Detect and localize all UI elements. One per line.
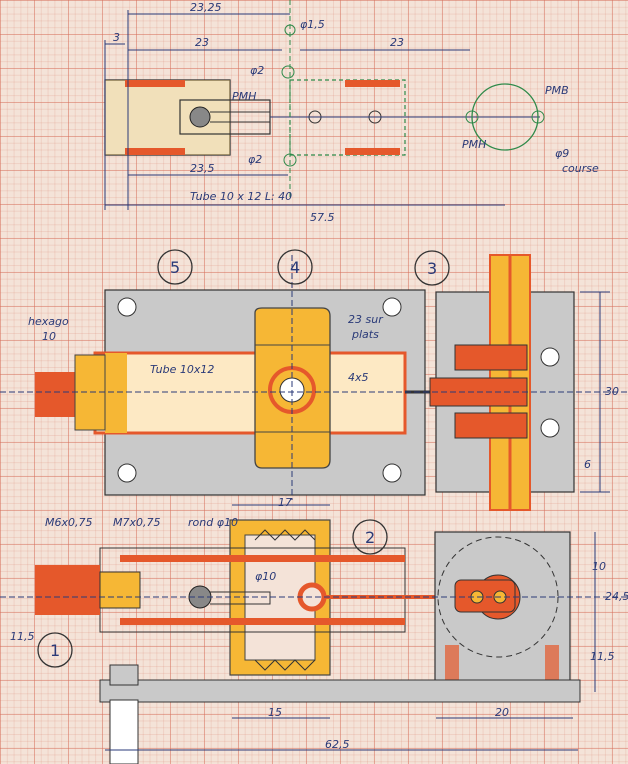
callout-5: 5 <box>157 249 193 285</box>
callout-4: 4 <box>277 249 313 285</box>
dim-17: 17 <box>278 496 292 509</box>
dim-phi-10: φ10 <box>255 570 276 583</box>
svg-text:3: 3 <box>427 259 437 278</box>
label-rond-10: rond φ10 <box>188 516 238 529</box>
dim-20: 20 <box>495 706 509 719</box>
label-pmh-right: PMH <box>462 138 486 151</box>
svg-text:4: 4 <box>290 258 300 277</box>
label-hexago: hexago <box>28 315 69 328</box>
svg-text:1: 1 <box>50 641 60 660</box>
bottom-view <box>0 504 628 764</box>
dim-phi-2-top: φ2 <box>250 64 264 77</box>
dim-24-5: 24,5 <box>605 590 628 603</box>
dim-23-5: 23,5 <box>190 162 215 175</box>
label-4x5: 4x5 <box>348 371 369 384</box>
dim-23-left: 23 <box>195 36 209 49</box>
label-pmh-top: PMH <box>232 90 256 103</box>
top-view <box>104 0 545 210</box>
dim-57-5: 57.5 <box>310 211 335 224</box>
dim-6: 6 <box>584 458 591 471</box>
svg-text:5: 5 <box>170 258 180 277</box>
dim-10-hex: 10 <box>42 330 56 343</box>
label-tube-top: Tube 10 x 12 L: 40 <box>190 190 292 203</box>
dim-10-right: 10 <box>592 560 606 573</box>
label-tube-middle: Tube 10x12 <box>150 363 214 376</box>
callout-2: 2 <box>352 519 388 555</box>
label-course: course <box>562 162 599 175</box>
label-plats: plats <box>351 328 379 341</box>
callout-1: 1 <box>37 632 73 668</box>
label-pmb: PMB <box>545 84 569 97</box>
dim-62-5: 62,5 <box>325 738 350 751</box>
label-m6: M6x0,75 <box>45 516 93 529</box>
label-23-sur: 23 sur <box>348 313 384 326</box>
dim-3: 3 <box>113 31 120 44</box>
callout-3: 3 <box>414 250 450 286</box>
dim-phi-9: φ9 <box>555 147 569 160</box>
dim-15: 15 <box>268 706 282 719</box>
dim-23-right: 23 <box>390 36 404 49</box>
label-m7: M7x0,75 <box>113 516 161 529</box>
dim-phi-1-5: φ1,5 <box>300 18 325 31</box>
dim-phi-2-bottom: φ2 <box>248 153 262 166</box>
dim-11-5-right: 11,5 <box>590 650 615 663</box>
dim-30: 30 <box>605 385 619 398</box>
dim-23-25: 23,25 <box>190 1 222 14</box>
dim-11-5-left: 11,5 <box>10 630 35 643</box>
middle-view <box>0 254 628 511</box>
svg-text:2: 2 <box>365 528 375 547</box>
